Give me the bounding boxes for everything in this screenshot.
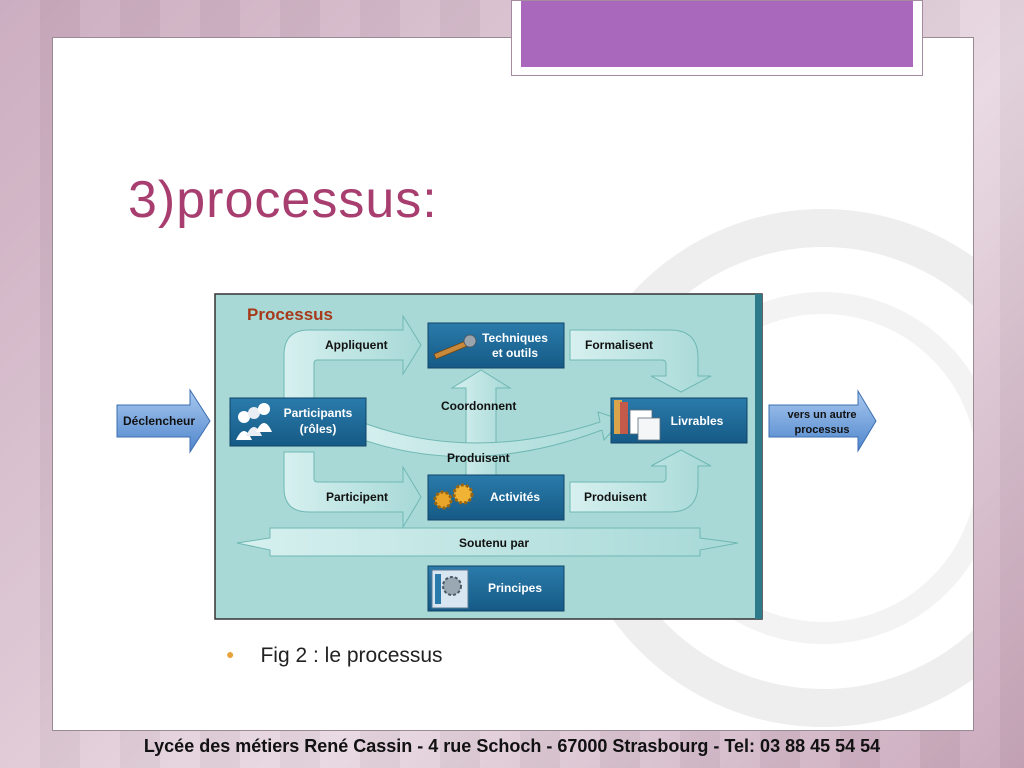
arrow-soutenu-par [236, 527, 739, 557]
livrables-box: Livrables [610, 397, 748, 444]
principes-box: Principes [427, 565, 565, 612]
activites-label: Activités [490, 490, 540, 504]
label-coordonnent: Coordonnent [441, 399, 516, 413]
label-formalisent: Formalisent [585, 338, 653, 352]
livrables-label: Livrables [671, 414, 724, 428]
participants-label-line2: (rôles) [300, 422, 337, 436]
label-soutenu-par: Soutenu par [459, 536, 529, 550]
page-title: 3)processus: [128, 171, 438, 229]
footer-contact: Lycée des métiers René Cassin - 4 rue Sc… [143, 736, 881, 756]
activites-box: Activités [427, 474, 565, 521]
principles-icon [431, 569, 469, 609]
participants-box: Participants (rôles) [229, 397, 367, 447]
output-label-line1: vers un autre [787, 409, 856, 421]
diagram-title: Processus [247, 305, 333, 324]
techniques-label-line2: et outils [492, 346, 538, 360]
output-arrow: vers un autre processus [768, 389, 877, 453]
wrench-icon [433, 334, 477, 360]
arrow-formalisent [569, 329, 712, 393]
output-label-line2: processus [794, 424, 849, 436]
techniques-label-line1: Techniques [482, 331, 548, 345]
label-participent: Participent [326, 490, 388, 504]
figure-caption: ● Fig 2 : le processus [226, 644, 443, 668]
arrow-participent [283, 451, 422, 529]
caption-text: Fig 2 : le processus [260, 644, 443, 667]
arrow-appliquent [283, 314, 422, 399]
techniques-box: Techniques et outils [427, 322, 565, 369]
principes-label: Principes [488, 581, 542, 595]
title-accent-tab [511, 0, 923, 76]
arrow-produisent-bottom [569, 449, 712, 513]
trigger-label: Déclencheur [123, 414, 195, 428]
bullet-icon: ● [226, 646, 235, 662]
trigger-arrow: Déclencheur [116, 388, 211, 454]
arrow-produisent-top [351, 411, 623, 458]
documents-icon [614, 400, 661, 441]
label-produisent-bottom: Produisent [584, 490, 647, 504]
participants-label-line1: Participants [284, 406, 353, 420]
people-icon [236, 403, 272, 440]
label-appliquent: Appliquent [325, 338, 388, 352]
label-produisent-top: Produisent [447, 451, 510, 465]
gears-icon [433, 483, 474, 510]
